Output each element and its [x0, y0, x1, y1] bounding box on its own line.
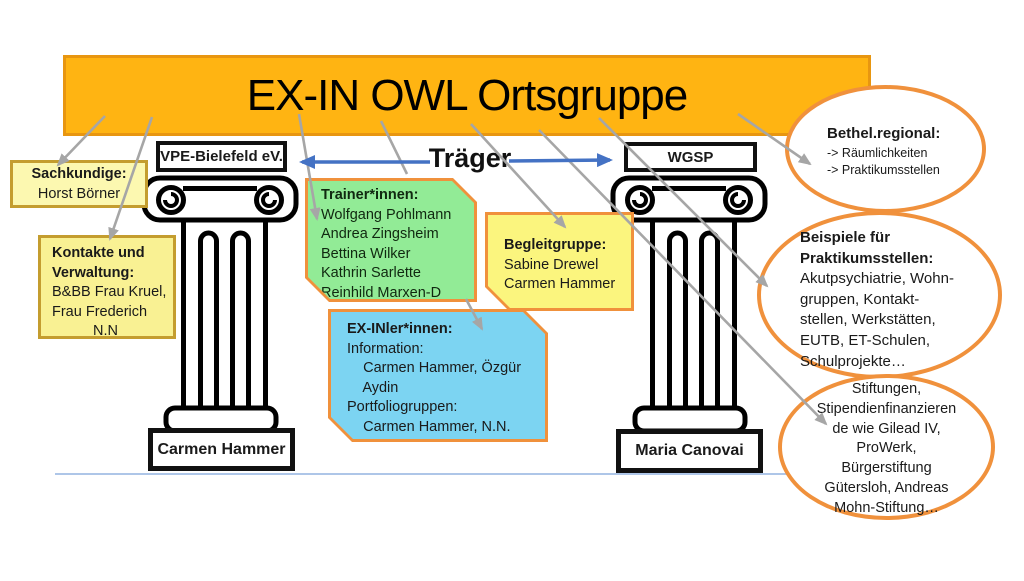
exinler-box: EX-INler*innen: Information: Carmen Hamm…	[328, 309, 548, 442]
sachkundige-box: Sachkundige: Horst Börner	[10, 160, 148, 208]
bethel-title: Bethel.regional:	[827, 125, 941, 142]
begleitgruppe-title: Begleitgruppe:	[504, 237, 607, 253]
bethel-ellipse: Bethel.regional: -> Räumlichkeiten-> Pra…	[785, 85, 986, 213]
exinler-title: EX-INler*innen:	[347, 321, 453, 337]
sachkundige-lines: Horst Börner	[37, 185, 121, 202]
ground-line	[55, 473, 790, 475]
page-title: EX-IN OWL Ortsgruppe	[246, 70, 688, 120]
left-column-graphic	[141, 175, 299, 433]
arrow-to-begleitgruppe	[470, 123, 567, 229]
trainer-title: Trainer*innen:	[321, 187, 419, 203]
right-column-top-label: WGSP	[624, 142, 757, 172]
left-column-bottom-label: Carmen Hammer	[148, 428, 295, 471]
beispiele-lines: Akutpsychiatrie, Wohn-gruppen, Kontakt-s…	[800, 270, 954, 370]
sachkundige-title: Sachkundige:	[31, 166, 127, 182]
traeger-arrow-right	[508, 153, 613, 168]
right-column-bottom-label: Maria Canovai	[616, 429, 763, 473]
left-column-top-label: VPE-Bielefeld eV.	[156, 141, 287, 172]
bethel-lines: -> Räumlichkeiten-> Praktikumsstellen	[827, 146, 940, 177]
title-banner: EX-IN OWL Ortsgruppe	[63, 55, 871, 136]
traeger-label: Träger	[428, 143, 512, 173]
